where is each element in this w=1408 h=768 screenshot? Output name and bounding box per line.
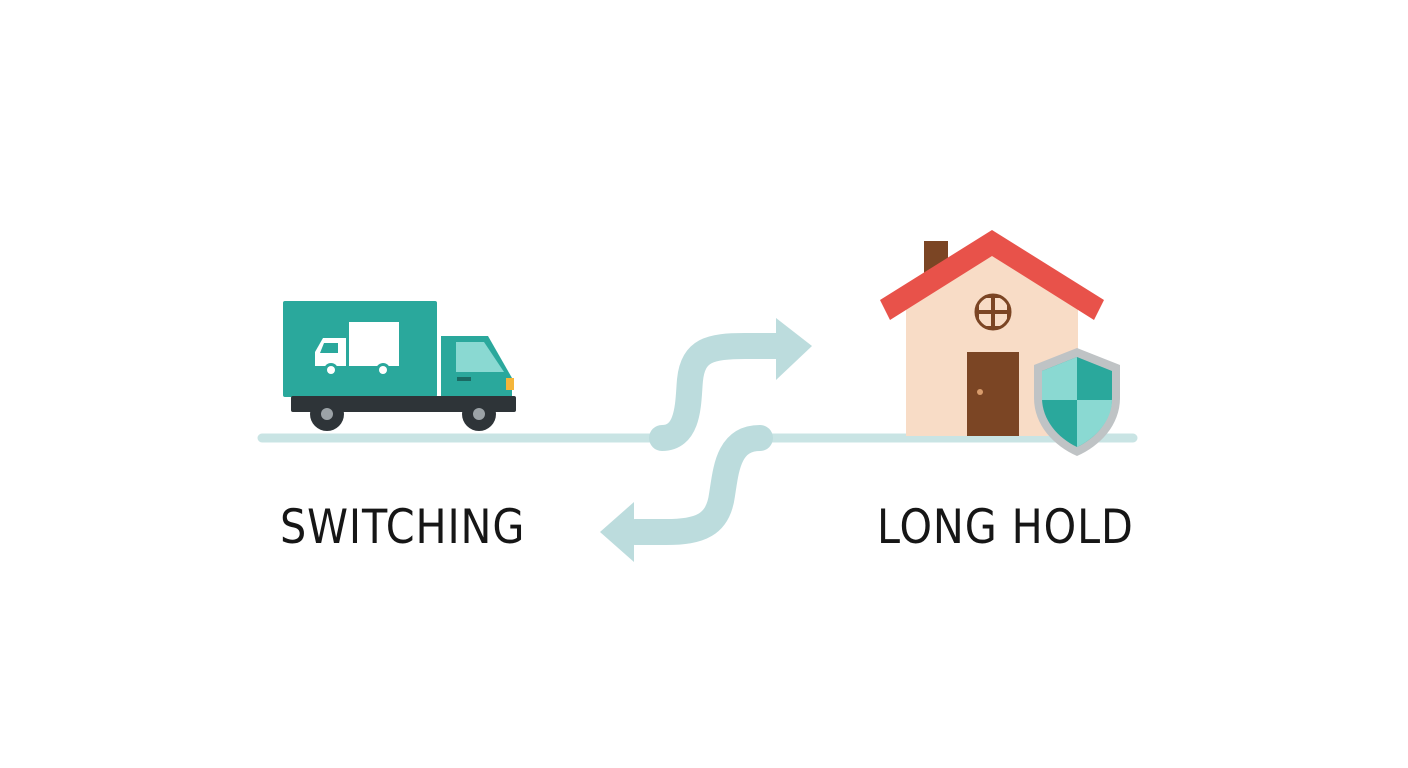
long-hold-label: LONG HOLD bbox=[877, 500, 1134, 555]
arrow-left-icon bbox=[600, 425, 773, 562]
truck-emblem-icon bbox=[315, 322, 399, 377]
arrow-right-icon bbox=[649, 318, 812, 451]
door-icon bbox=[967, 352, 1019, 436]
moving-truck-icon bbox=[283, 301, 516, 431]
shield-icon bbox=[1034, 348, 1120, 456]
switching-label: SWITCHING bbox=[280, 500, 526, 555]
round-window-icon bbox=[974, 293, 1012, 331]
